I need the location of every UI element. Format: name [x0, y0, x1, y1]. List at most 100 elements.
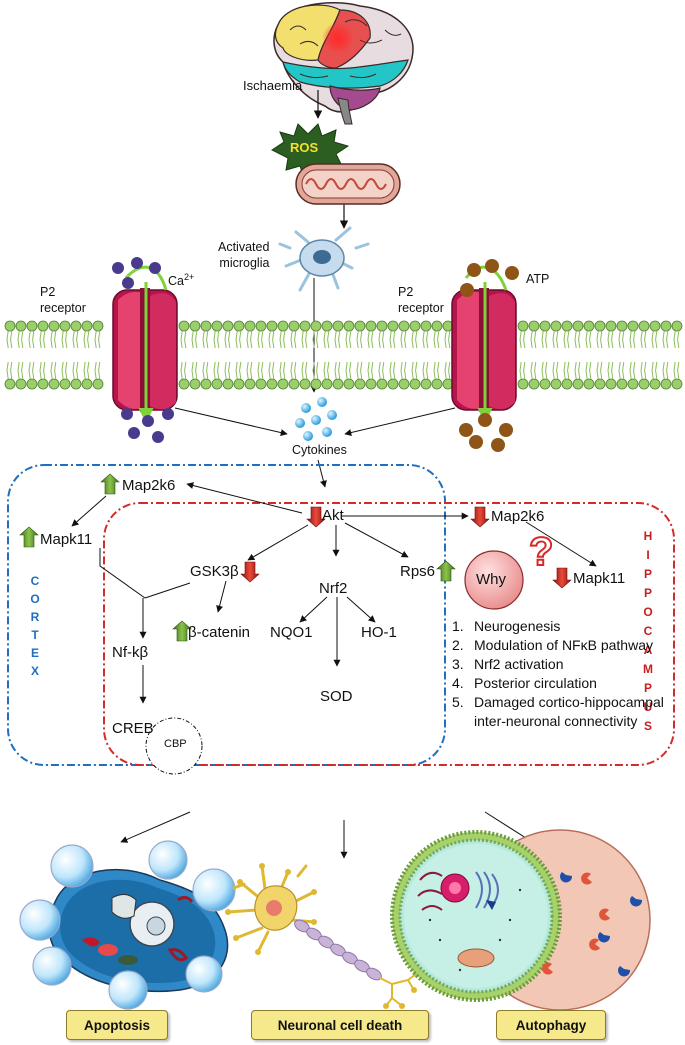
- lipid-tail: [261, 330, 264, 349]
- lipid-tail: [589, 330, 592, 349]
- lipid-tail: [294, 330, 297, 349]
- lipid-head: [539, 320, 551, 332]
- region-letter: C: [643, 624, 653, 638]
- lipid-tail: [50, 361, 53, 380]
- why-label: Why: [476, 571, 506, 588]
- rps6-up-arrow: [436, 560, 456, 582]
- lipid-tail: [349, 361, 352, 380]
- lipid-head: [233, 378, 245, 390]
- ros-mitochondrion: [271, 123, 401, 205]
- lipid-tail: [224, 361, 227, 380]
- lipid-tail: [644, 330, 647, 349]
- lipid-tail: [98, 330, 101, 349]
- lipid-head: [354, 378, 366, 390]
- lipid-tail: [301, 361, 304, 380]
- cbp-label: CBP: [164, 738, 187, 750]
- beta-catenin-label: β-catenin: [188, 624, 250, 641]
- lipid-head: [277, 320, 289, 332]
- lipid-tail: [305, 330, 308, 349]
- neuronal-cell-death-box: Neuronal cell death: [251, 1010, 429, 1040]
- lipid-tail: [184, 330, 187, 349]
- lipid-head: [605, 378, 617, 390]
- lipid-head: [48, 320, 60, 332]
- lipid-head: [266, 320, 278, 332]
- map2k6-hippocampus-down-arrow: [470, 506, 490, 528]
- region-letter: P: [643, 586, 652, 600]
- lipid-tail: [21, 361, 24, 380]
- lipid-head: [81, 378, 93, 390]
- atp-molecules: [459, 259, 519, 452]
- reason-number: 1.: [452, 618, 464, 634]
- lipid-tail: [644, 361, 647, 380]
- lipid-tail: [651, 330, 654, 349]
- lipid-tail: [323, 330, 326, 349]
- apoptosis-box: Apoptosis: [66, 1010, 168, 1040]
- lipid-head: [288, 378, 300, 390]
- lipid-tail: [367, 330, 370, 349]
- lipid-tail: [290, 330, 293, 349]
- lipid-tail: [6, 361, 9, 380]
- lipid-tail: [316, 361, 319, 380]
- lipid-tail: [378, 361, 381, 380]
- lipid-tail: [279, 361, 282, 380]
- lipid-tail: [72, 361, 75, 380]
- lipid-tail: [290, 361, 293, 380]
- lipid-tail: [257, 361, 260, 380]
- lipid-tail: [574, 361, 577, 380]
- lipid-tail: [17, 330, 20, 349]
- lipid-head: [59, 378, 71, 390]
- lipid-head: [638, 378, 650, 390]
- lipid-tail: [32, 330, 35, 349]
- activated-microglia-label: Activated microglia: [218, 240, 270, 270]
- lipid-tail: [585, 330, 588, 349]
- lipid-tail: [65, 361, 68, 380]
- lipid-tail: [411, 330, 414, 349]
- lipid-head: [255, 378, 267, 390]
- reason-text: Neurogenesis: [474, 618, 561, 634]
- reason-text: Modulation of NFκB pathway: [474, 637, 653, 653]
- region-letter: U: [643, 700, 653, 714]
- lipid-tail: [574, 330, 577, 349]
- lipid-tail: [202, 330, 205, 349]
- lipid-tail: [279, 330, 282, 349]
- nrf2-label: Nrf2: [319, 580, 348, 597]
- lipid-head: [561, 378, 573, 390]
- reason-number: 3.: [452, 656, 464, 672]
- lipid-head: [343, 378, 355, 390]
- lipid-tail: [94, 361, 97, 380]
- creb-label: CREB: [112, 720, 154, 737]
- lipid-tail: [76, 330, 79, 349]
- lipid-tail: [213, 330, 216, 349]
- lipid-tail: [519, 361, 522, 380]
- reason-number: 5.: [452, 694, 464, 710]
- lipid-tail: [10, 361, 13, 380]
- lipid-tail: [305, 361, 308, 380]
- lipid-head: [299, 378, 311, 390]
- lipid-tail: [437, 361, 440, 380]
- lipid-tail: [83, 330, 86, 349]
- brain-illustration: [273, 2, 414, 125]
- lipid-tail: [6, 330, 9, 349]
- lipid-head: [517, 320, 529, 332]
- lipid-tail: [585, 361, 588, 380]
- arrow-right-receptor-cytokines: [344, 407, 456, 436]
- mapk11-hippocampus-down-arrow: [552, 567, 572, 589]
- lipid-tail: [180, 361, 183, 380]
- lipid-head: [409, 320, 421, 332]
- lipid-head: [92, 320, 104, 332]
- lipid-tail: [530, 330, 533, 349]
- lipid-head: [517, 378, 529, 390]
- lipid-tail: [338, 330, 341, 349]
- lipid-tail: [426, 330, 429, 349]
- microglia-illustration: [278, 226, 370, 292]
- lipid-tail: [578, 330, 581, 349]
- lipid-tail: [272, 330, 275, 349]
- lipid-tail: [250, 361, 253, 380]
- lipid-tail: [327, 330, 330, 349]
- lipid-head: [550, 378, 562, 390]
- lipid-head: [594, 320, 606, 332]
- lipid-head: [616, 320, 628, 332]
- lipid-tail: [206, 330, 209, 349]
- lipid-tail: [360, 330, 363, 349]
